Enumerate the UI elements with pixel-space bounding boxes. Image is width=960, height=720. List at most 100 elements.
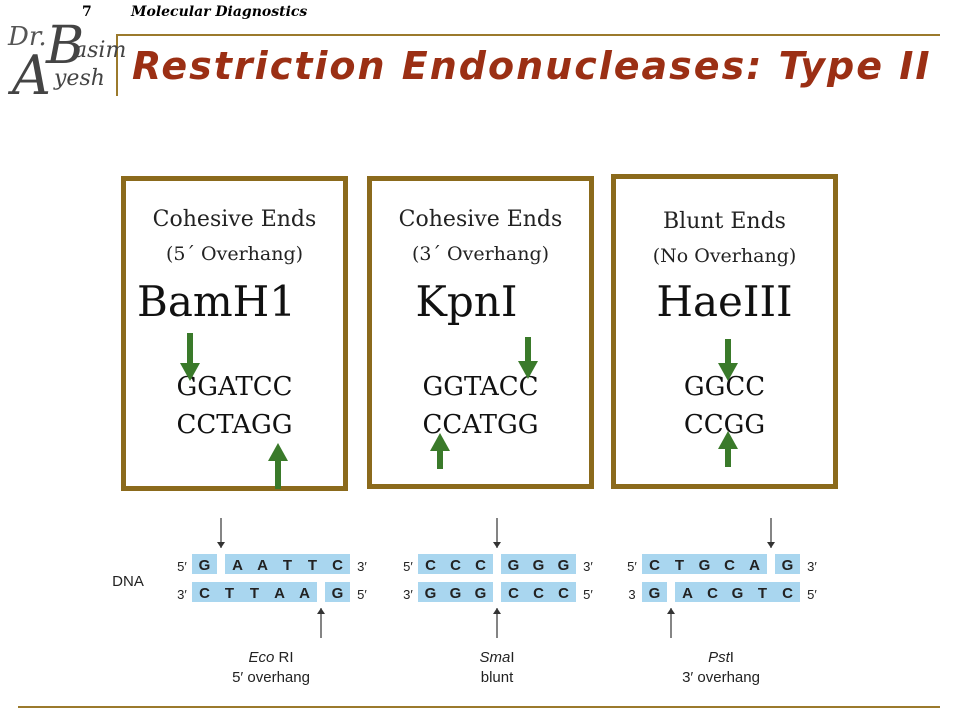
top-strand-base: C (450, 557, 461, 574)
bottom-strand-base: T (250, 585, 259, 602)
top-strand-base: A (257, 557, 268, 574)
logo-a-letter: A (12, 44, 51, 107)
prime-label: 3′ (583, 559, 593, 574)
top-strand-segment (501, 554, 576, 574)
bottom-strand: CCTAGG (176, 410, 293, 440)
cut-arrow-down-icon (518, 337, 538, 379)
cut-arrow-down-icon (180, 333, 200, 381)
bottom-strand-base: G (450, 585, 462, 602)
enzyme-name: HaeIII (656, 277, 793, 326)
enzyme-box-haeiii: Blunt Ends (No Overhang) HaeIII GGCC CCG… (611, 174, 838, 489)
top-strand: GGTACC (422, 372, 539, 402)
prime-label: 5′ (357, 587, 367, 602)
logo-asim-text: asim (74, 38, 127, 63)
bottom-strand: CCGG (683, 410, 766, 440)
enzyme-label: SmaI (479, 649, 514, 666)
enzyme-label-italic: Eco (248, 649, 274, 666)
author-logo: Dr. B asim A yesh (4, 14, 126, 107)
top-strand: GGCC (683, 372, 766, 402)
top-strand-base: T (308, 557, 317, 574)
enzyme-label-suffix: RI (274, 649, 293, 666)
box-heading: Cohesive Ends (398, 207, 563, 232)
bottom-strand-segment (642, 582, 667, 602)
bottom-strand-base: G (425, 585, 437, 602)
box-overhang-type: (No Overhang) (652, 245, 797, 267)
top-strand-base: G (199, 557, 211, 574)
prime-label: 3′ (357, 559, 367, 574)
prime-label: 5′ (807, 587, 817, 602)
cut-arrow-down-icon (217, 542, 225, 548)
enzyme-label-italic: Sma (479, 649, 510, 666)
bottom-strand-base: C (199, 585, 210, 602)
enzyme-label: Eco RI (248, 649, 293, 666)
end-type-label: 3′ overhang (682, 669, 760, 686)
top-strand-base: A (232, 557, 243, 574)
top-strand-segment (225, 554, 350, 574)
enzyme-label: PstI (708, 649, 734, 666)
top-strand-base: C (649, 557, 660, 574)
top-strand-base: T (283, 557, 292, 574)
bottom-strand-segment (325, 582, 350, 602)
bottom-strand-base: G (332, 585, 344, 602)
bottom-strand-base: C (558, 585, 569, 602)
enzyme-label-suffix: I (510, 649, 514, 666)
box-overhang-type: (5´ Overhang) (165, 243, 304, 265)
cut-arrow-up-icon (718, 431, 738, 467)
enzyme-name: KpnI (415, 277, 518, 326)
enzyme-label-suffix: I (730, 649, 734, 666)
cut-arrow-up-icon (667, 608, 675, 614)
bottom-strand-base: G (649, 585, 661, 602)
bottom-strand-base: C (533, 585, 544, 602)
top-strand-base: C (332, 557, 343, 574)
cut-arrow-down-icon (493, 542, 501, 548)
bottom-strand-base: A (299, 585, 310, 602)
top-strand-base: C (425, 557, 436, 574)
footer-rule (18, 706, 940, 708)
top-strand-base: G (782, 557, 794, 574)
bottom-strand-base: T (758, 585, 767, 602)
end-type-label: blunt (481, 669, 514, 686)
cut-arrow-down-icon (718, 339, 738, 381)
prime-label: 5′ (583, 587, 593, 602)
top-strand-segment (775, 554, 800, 574)
enzyme-box-kpni: Cohesive Ends (3´ Overhang) KpnI GGTACC … (367, 176, 594, 489)
top-strand-base: G (508, 557, 520, 574)
prime-label: 5′ (403, 559, 413, 574)
logo-yesh-text: yesh (54, 66, 105, 91)
bottom-strand-segment (418, 582, 493, 602)
enzyme-name: BamH1 (136, 277, 297, 326)
course-name: Molecular Diagnostics (131, 4, 308, 20)
top-strand-base: C (475, 557, 486, 574)
prime-label: 5′ (177, 559, 187, 574)
end-type-label: 5′ overhang (232, 669, 310, 686)
slide-title: Restriction Endonucleases: Type II (132, 44, 932, 88)
top-strand-base: A (749, 557, 760, 574)
box-overhang-type: (3´ Overhang) (411, 243, 550, 265)
bottom-strand-base: C (508, 585, 519, 602)
top-strand: GGATCC (176, 372, 293, 402)
top-strand-base: C (724, 557, 735, 574)
dna-label: DNA (112, 573, 144, 590)
bottom-strand-base: C (707, 585, 718, 602)
bottom-strand-base: G (475, 585, 487, 602)
prime-label: 3 (628, 587, 635, 602)
cut-arrow-up-icon (317, 608, 325, 614)
prime-label: 3′ (807, 559, 817, 574)
top-strand-segment (418, 554, 493, 574)
top-strand-base: G (558, 557, 570, 574)
enzyme-label-italic: Pst (708, 649, 731, 666)
top-strand-base: G (699, 557, 711, 574)
top-strand-base: G (533, 557, 545, 574)
logo-dr-text: Dr. (8, 22, 47, 52)
prime-label: 3′ (403, 587, 413, 602)
cut-arrow-down-icon (767, 542, 775, 548)
box-heading: Cohesive Ends (152, 207, 317, 232)
bottom-strand-segment (501, 582, 576, 602)
bottom-strand-base: T (225, 585, 234, 602)
bottom-strand-base: C (782, 585, 793, 602)
enzyme-box-bamh1: Cohesive Ends (5´ Overhang) BamH1 GGATCC… (121, 176, 348, 491)
header-divider (116, 34, 118, 96)
cut-arrow-up-icon (268, 443, 288, 489)
bottom-strand-base: G (732, 585, 744, 602)
